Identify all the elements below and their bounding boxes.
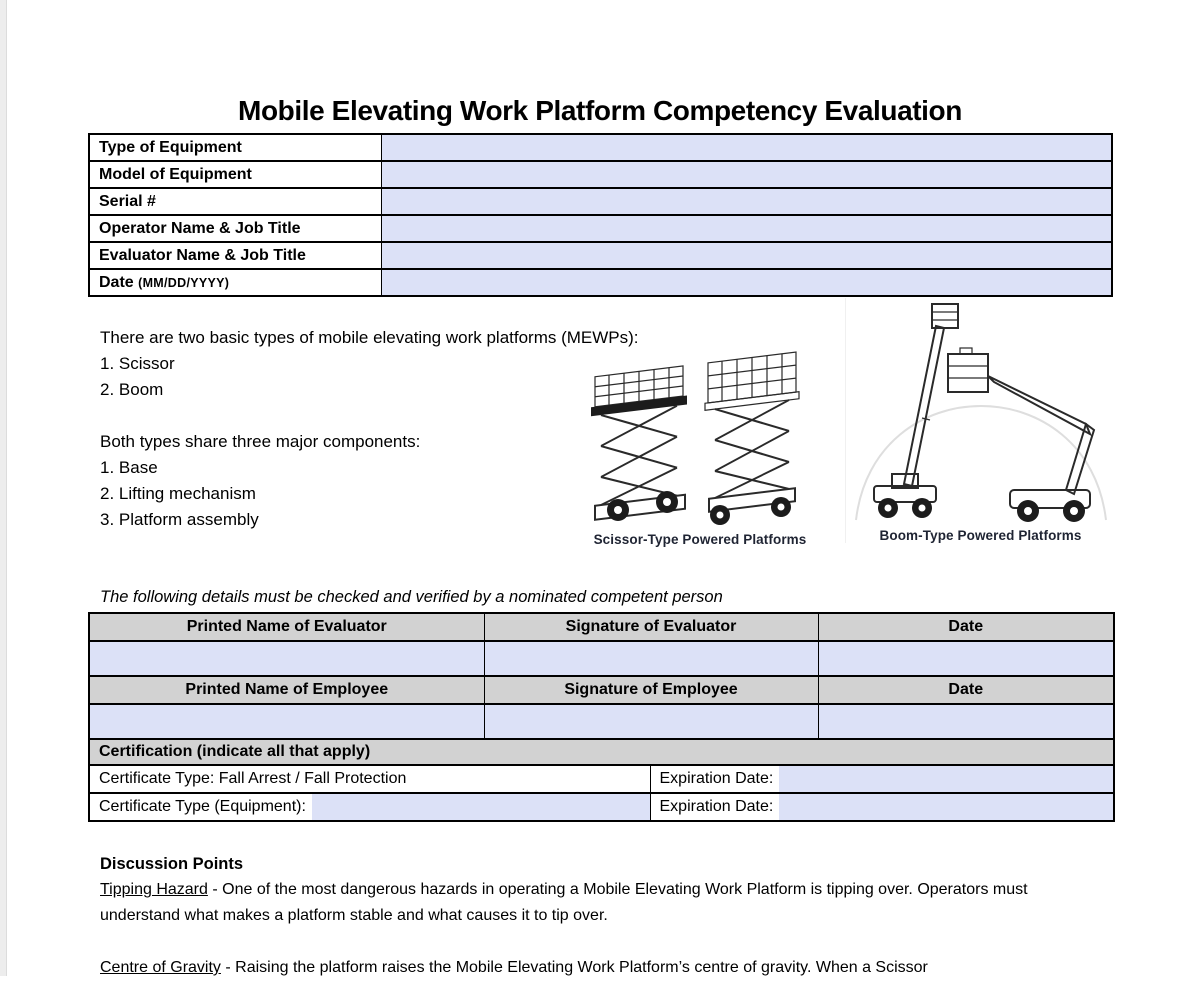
field-label: Date	[99, 273, 139, 291]
employee-signature-input[interactable]	[483, 703, 819, 740]
table-row: Date (MM/DD/YYYY)	[88, 268, 1113, 297]
discussion-point: Tipping Hazard - One of the most dangero…	[100, 877, 1075, 929]
evaluator-name-label: Evaluator Name & Job Title	[88, 241, 382, 270]
boom-lift-illustration	[854, 303, 1107, 522]
discussion-point: Centre of Gravity - Raising the platform…	[100, 955, 1075, 981]
table-row: Serial #	[88, 187, 1113, 216]
table-row: Model of Equipment	[88, 160, 1113, 189]
serial-number-input[interactable]	[380, 187, 1113, 216]
date-label: Date (MM/DD/YYYY)	[88, 268, 382, 297]
field-label: Evaluator Name & Job Title	[99, 246, 306, 264]
table-row: Certificate Type (Equipment): Expiration…	[88, 792, 1115, 822]
date-format-hint: (MM/DD/YYYY)	[138, 275, 230, 290]
employee-printed-name-input[interactable]	[88, 703, 485, 740]
employee-date-input[interactable]	[817, 703, 1115, 740]
employee-signature-header: Signature of Employee	[483, 675, 819, 705]
expiration-date-input[interactable]	[779, 795, 1114, 819]
model-of-equipment-label: Model of Equipment	[88, 160, 382, 189]
table-row	[88, 703, 1115, 740]
list-item: 2. Lifting mechanism	[100, 484, 256, 503]
list-item: 2. Boom	[100, 380, 164, 399]
list-item: 3. Platform assembly	[100, 510, 259, 529]
discussion-term: Tipping Hazard	[100, 881, 208, 898]
equipment-table: Type of Equipment Model of Equipment Ser…	[88, 133, 1113, 297]
evaluator-signature-input[interactable]	[483, 640, 819, 677]
intro-line: There are two basic types of mobile elev…	[100, 328, 639, 347]
employee-date-header: Date	[817, 675, 1115, 705]
expiration-date-input[interactable]	[779, 767, 1114, 791]
table-row: Type of Equipment	[88, 133, 1113, 162]
expiration-date-label: Expiration Date:	[659, 798, 774, 815]
table-row	[88, 640, 1115, 677]
verification-note: The following details must be checked an…	[100, 588, 723, 606]
intro-line: Both types share three major components:	[100, 432, 421, 451]
list-item: 1. Base	[100, 458, 158, 477]
certificate-type-equipment-input[interactable]	[311, 795, 649, 819]
discussion-term: Centre of Gravity	[100, 959, 221, 976]
field-label: Model of Equipment	[99, 165, 252, 183]
table-row: Printed Name of Employee Signature of Em…	[88, 675, 1115, 705]
certificate-type-equipment-cell: Certificate Type (Equipment):	[88, 792, 651, 822]
table-row: Operator Name & Job Title	[88, 214, 1113, 243]
boom-lift-figure: Boom-Type Powered Platforms	[845, 298, 1115, 543]
page-edge-strip	[0, 0, 7, 976]
verification-table: Printed Name of Evaluator Signature of E…	[88, 612, 1116, 822]
expiration-date-cell: Expiration Date:	[649, 792, 1115, 822]
model-of-equipment-input[interactable]	[380, 160, 1113, 189]
certificate-type-fall-cell: Certificate Type: Fall Arrest / Fall Pro…	[88, 764, 651, 794]
employee-name-header: Printed Name of Employee	[88, 675, 485, 705]
scissor-lift-figure: Scissor-Type Powered Platforms	[583, 350, 817, 547]
certificate-type-fall-label: Certificate Type: Fall Arrest / Fall Pro…	[99, 770, 407, 787]
intro-text: There are two basic types of mobile elev…	[100, 325, 639, 533]
table-row: Certificate Type: Fall Arrest / Fall Pro…	[88, 764, 1115, 794]
boom-figure-caption: Boom-Type Powered Platforms	[879, 528, 1082, 543]
evaluator-printed-name-input[interactable]	[88, 640, 485, 677]
scissor-figure-caption: Scissor-Type Powered Platforms	[593, 532, 807, 547]
evaluator-date-header: Date	[817, 612, 1115, 642]
field-label: Operator Name & Job Title	[99, 219, 301, 237]
evaluator-signature-header: Signature of Evaluator	[483, 612, 819, 642]
expiration-date-label: Expiration Date:	[659, 770, 774, 787]
operator-name-input[interactable]	[380, 214, 1113, 243]
field-label: Type of Equipment	[99, 138, 242, 156]
scissor-lift-illustration	[591, 351, 800, 525]
page-title: Mobile Elevating Work Platform Competenc…	[238, 94, 962, 126]
table-row: Printed Name of Evaluator Signature of E…	[88, 612, 1115, 642]
expiration-date-cell: Expiration Date:	[649, 764, 1115, 794]
type-of-equipment-input[interactable]	[380, 133, 1113, 162]
serial-number-label: Serial #	[88, 187, 382, 216]
list-item: 1. Scissor	[100, 354, 175, 373]
discussion-heading: Discussion Points	[100, 855, 244, 873]
operator-name-label: Operator Name & Job Title	[88, 214, 382, 243]
evaluator-name-header: Printed Name of Evaluator	[88, 612, 485, 642]
field-label: Serial #	[99, 192, 156, 210]
discussion-section: Discussion Points Tipping Hazard - One o…	[100, 851, 1075, 981]
evaluator-date-input[interactable]	[817, 640, 1115, 677]
certification-section-header: Certification (indicate all that apply)	[88, 738, 1115, 766]
table-row: Certification (indicate all that apply)	[88, 738, 1115, 766]
table-row: Evaluator Name & Job Title	[88, 241, 1113, 270]
discussion-text: - Raising the platform raises the Mobile…	[220, 959, 928, 976]
date-input[interactable]	[380, 268, 1113, 297]
discussion-text: - One of the most dangerous hazards in o…	[100, 881, 1028, 924]
certificate-type-equipment-label: Certificate Type (Equipment):	[99, 798, 306, 815]
evaluator-name-input[interactable]	[380, 241, 1113, 270]
type-of-equipment-label: Type of Equipment	[88, 133, 382, 162]
